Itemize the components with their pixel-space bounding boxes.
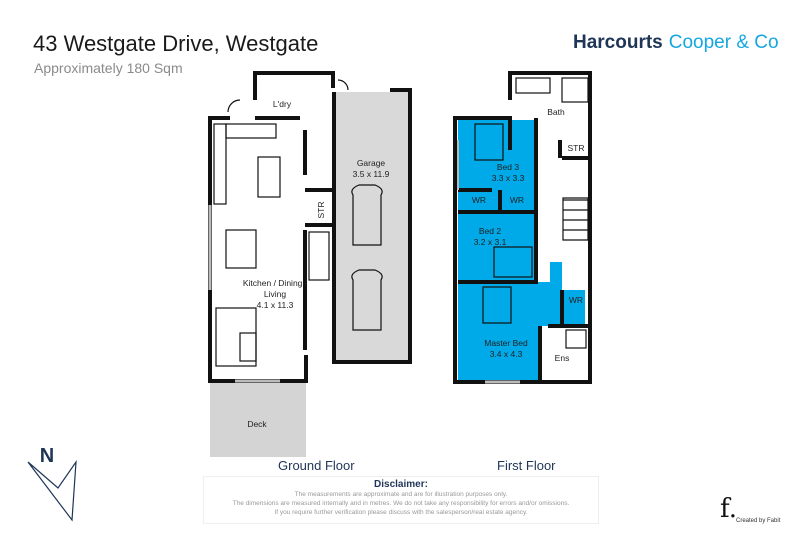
deck-area — [210, 381, 306, 457]
room-wr-2: WR — [510, 195, 524, 205]
property-address: 43 Westgate Drive, Westgate — [33, 31, 319, 56]
room-wr-3: WR — [569, 295, 583, 305]
bedroom-fill — [458, 120, 585, 380]
room-kitchen-line2: Living — [264, 289, 286, 299]
disclaimer-line-3: If you require further verification plea… — [274, 509, 528, 516]
fabit-credit: Created by Fabit — [736, 518, 781, 524]
floor-area: Approximately 180 Sqm — [34, 60, 183, 76]
room-wr-1: WR — [472, 195, 486, 205]
brand-name: Harcourts — [573, 32, 663, 53]
fabit-logo: f. — [720, 494, 737, 524]
room-master-dims: 3.4 x 4.3 — [490, 349, 523, 359]
room-bed2: Bed 2 — [479, 226, 501, 236]
room-deck: Deck — [247, 419, 267, 429]
ground-floor-plan: L'dry Garage 3.5 x 11.9 STR Kitchen / Di… — [208, 71, 412, 457]
room-garage: Garage — [357, 158, 386, 168]
brand-office: Cooper & Co — [668, 32, 779, 53]
room-bed2-dims: 3.2 x 3.1 — [474, 237, 507, 247]
disclaimer-box: Disclaimer: The measurements are approxi… — [203, 476, 599, 524]
ground-floor-label: Ground Floor — [278, 458, 355, 473]
room-bed3-dims: 3.3 x 3.3 — [492, 173, 525, 183]
room-bath: Bath — [547, 107, 565, 117]
compass-north-label: N — [40, 445, 54, 467]
disclaimer-line-2: The dimensions are measured internally a… — [232, 500, 570, 507]
room-kitchen-dims: 4.1 x 11.3 — [257, 300, 294, 310]
room-kitchen-line1: Kitchen / Dining / — [243, 278, 308, 288]
room-laundry: L'dry — [273, 99, 292, 109]
room-store-first: STR — [568, 143, 585, 153]
north-compass-icon: N — [27, 445, 77, 522]
room-master-bed: Master Bed — [484, 338, 528, 348]
first-floor-plan: Bath STR Bed 3 3.3 x 3.3 WR WR Bed 2 3.2… — [453, 71, 592, 384]
room-store-ground: STR — [316, 202, 326, 219]
room-ensuite: Ens — [555, 353, 570, 363]
disclaimer-heading: Disclaimer: — [374, 479, 428, 490]
first-floor-label: First Floor — [497, 458, 556, 473]
disclaimer-line-1: The measurements are approximate and are… — [294, 491, 508, 498]
room-bed3: Bed 3 — [497, 162, 519, 172]
garage-floor — [336, 92, 408, 362]
room-garage-dims: 3.5 x 11.9 — [353, 169, 390, 179]
